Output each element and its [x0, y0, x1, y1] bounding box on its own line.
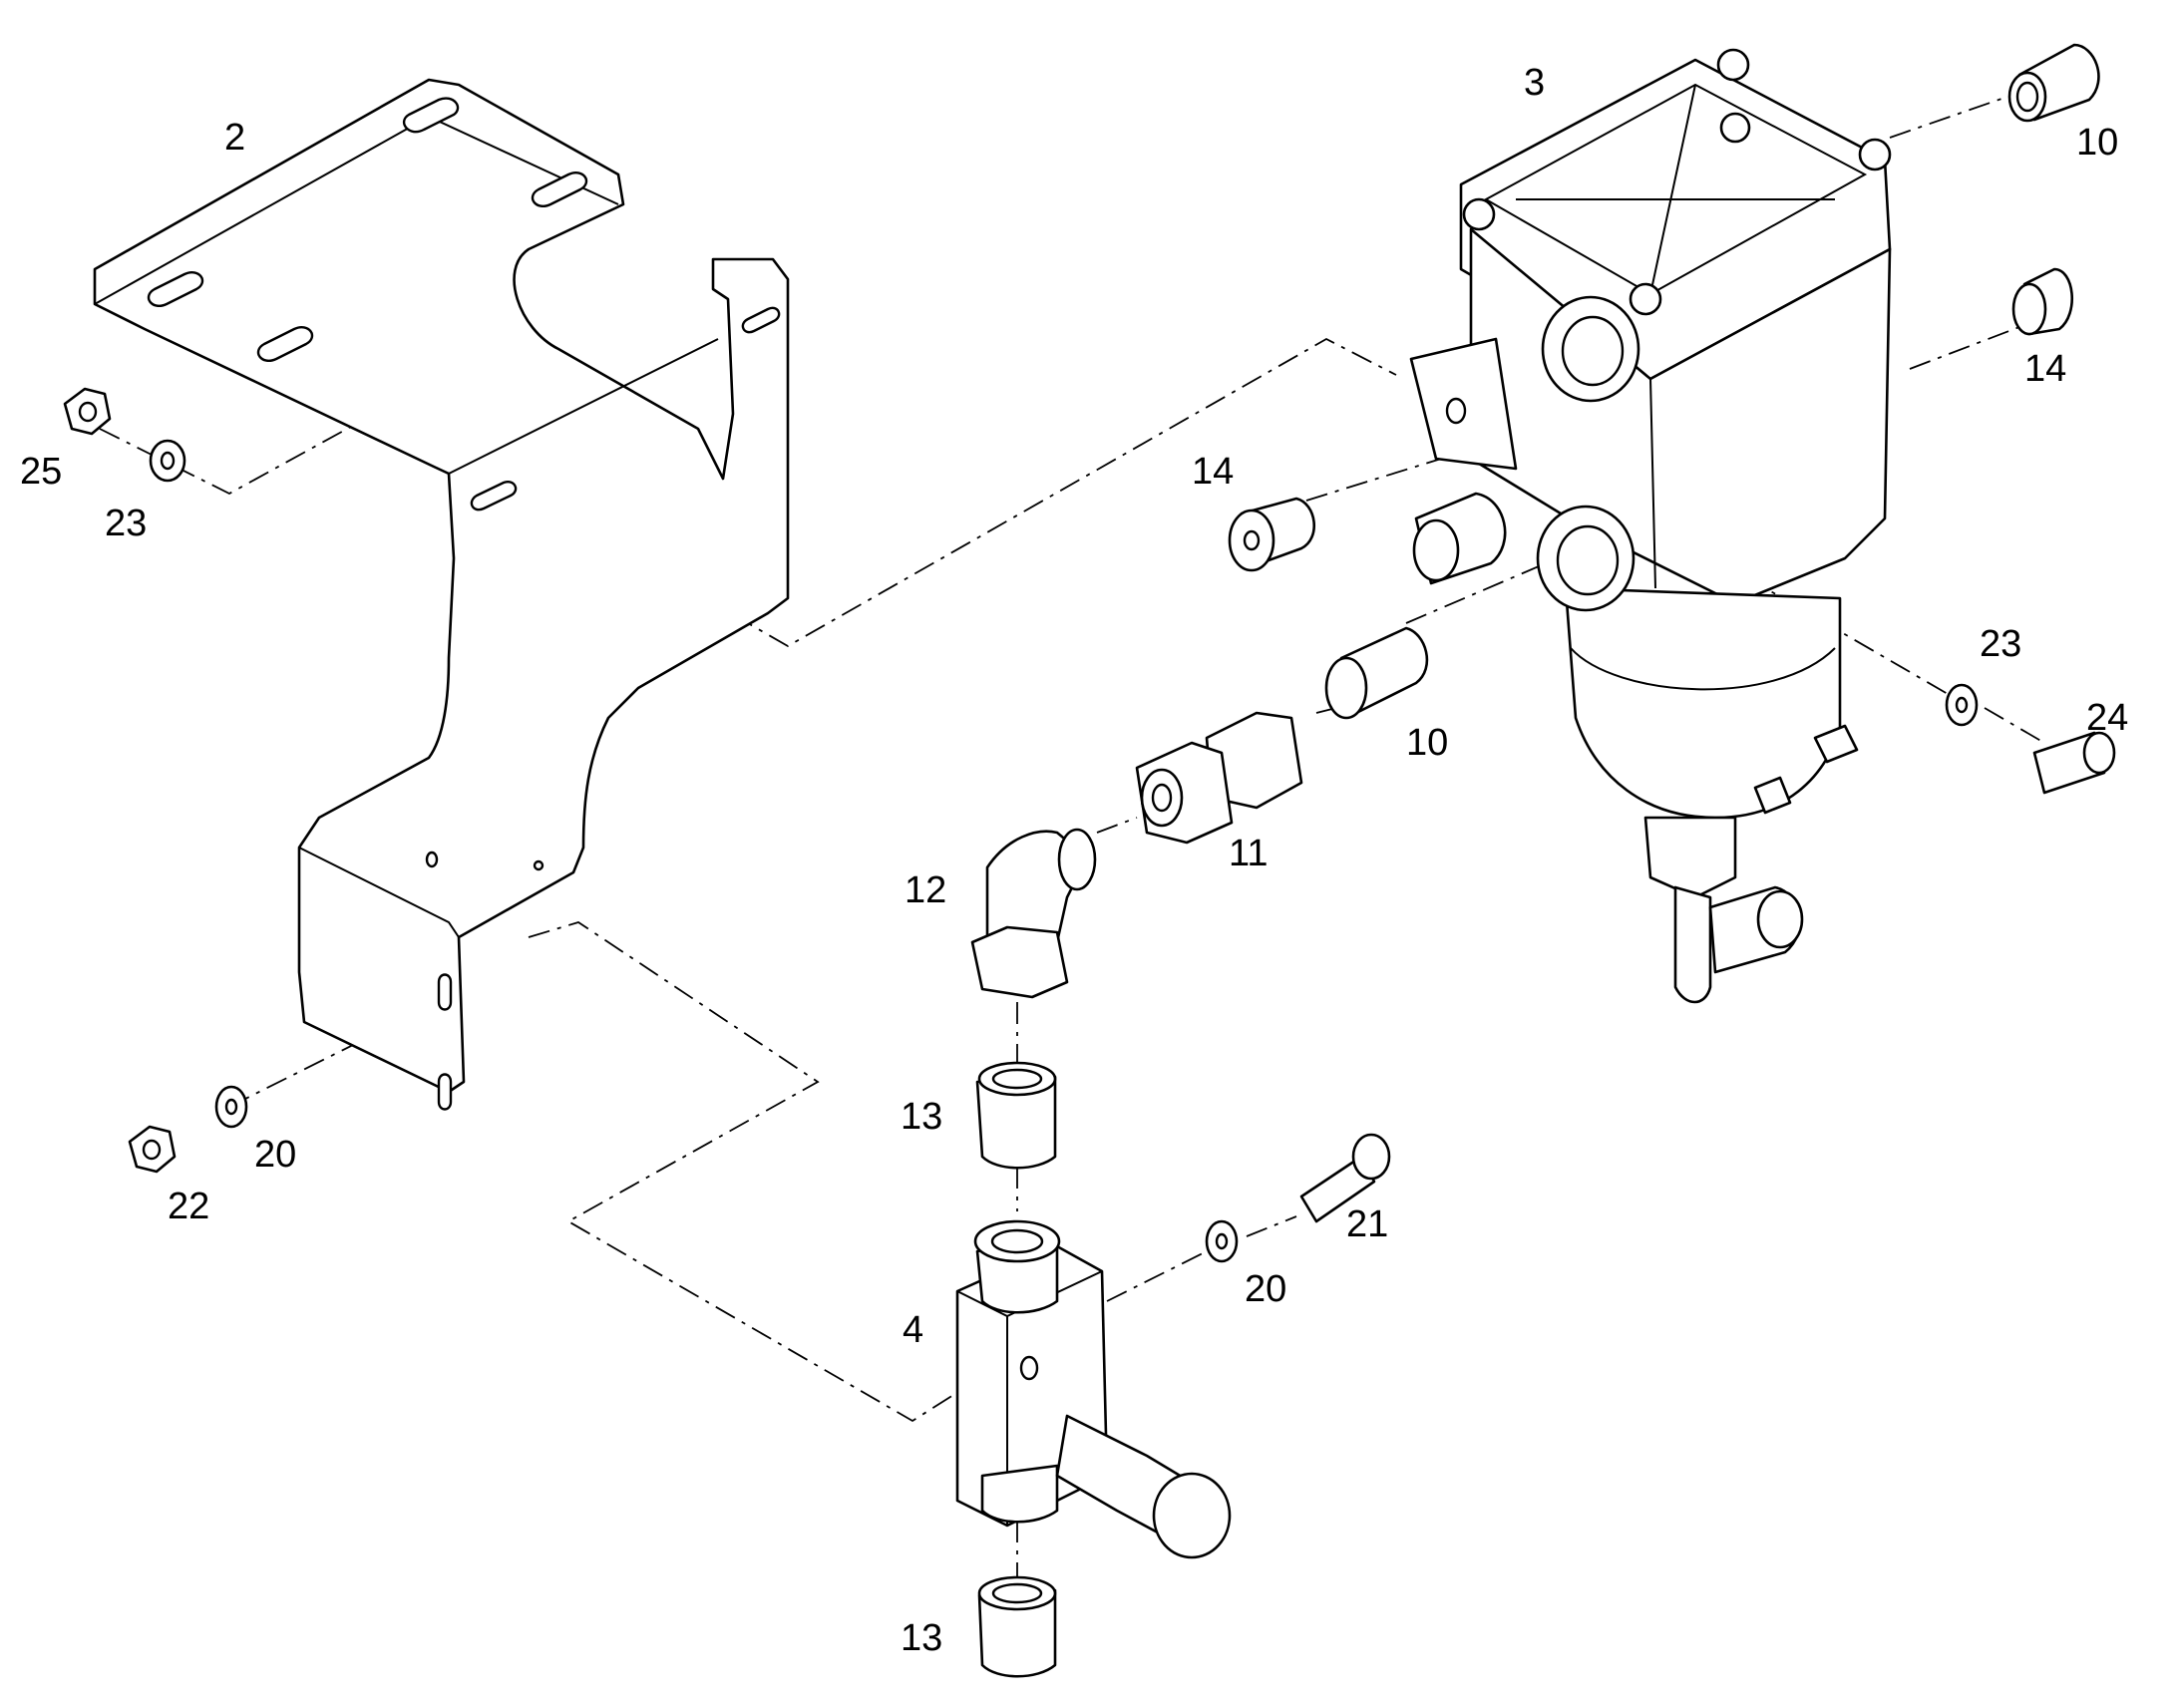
callout-3: 3	[1524, 62, 1545, 104]
callout-14-left: 14	[1192, 451, 1234, 493]
fitting-10-lower	[1324, 626, 1429, 720]
adapter-13-lower	[977, 1575, 1057, 1678]
hex-nuts	[63, 387, 177, 1174]
callout-24: 24	[2086, 697, 2128, 739]
callout-22: 22	[168, 1186, 209, 1227]
tee-block-part	[955, 1219, 1232, 1559]
bolt-21	[1299, 1133, 1391, 1223]
plug-14-upper	[2011, 267, 2073, 336]
callout-2: 2	[224, 117, 245, 159]
callout-13-lower: 13	[901, 1617, 942, 1659]
callout-11: 11	[1229, 833, 1268, 874]
callout-13-upper: 13	[901, 1096, 942, 1138]
callout-20-right: 20	[1245, 1268, 1286, 1310]
bracket-part	[93, 78, 790, 1111]
callout-10-upper: 10	[2076, 122, 2118, 164]
plug-14-left	[1228, 497, 1316, 572]
callout-23-left: 23	[105, 503, 147, 544]
callout-14-upper: 14	[2024, 348, 2066, 390]
plug-10-upper	[2007, 43, 2100, 123]
adapter-13-upper	[975, 1061, 1057, 1170]
callout-10-lower: 10	[1406, 722, 1448, 764]
washers	[149, 439, 1979, 1263]
callout-21: 21	[1346, 1203, 1388, 1245]
callout-12: 12	[905, 869, 946, 911]
filter-housing-part	[1409, 48, 1892, 1004]
nut-fitting-11	[1135, 711, 1303, 845]
elbow-fitting-12	[970, 828, 1097, 999]
callout-25: 25	[20, 451, 62, 493]
callout-4: 4	[903, 1309, 923, 1351]
callouts: 2 3 4 10 10 11 12 13 13 14 14 20 20 21 2…	[20, 62, 2128, 1659]
callout-23-right: 23	[1980, 623, 2021, 665]
callout-20-left: 20	[254, 1134, 296, 1176]
bolt-24	[2032, 731, 2116, 795]
